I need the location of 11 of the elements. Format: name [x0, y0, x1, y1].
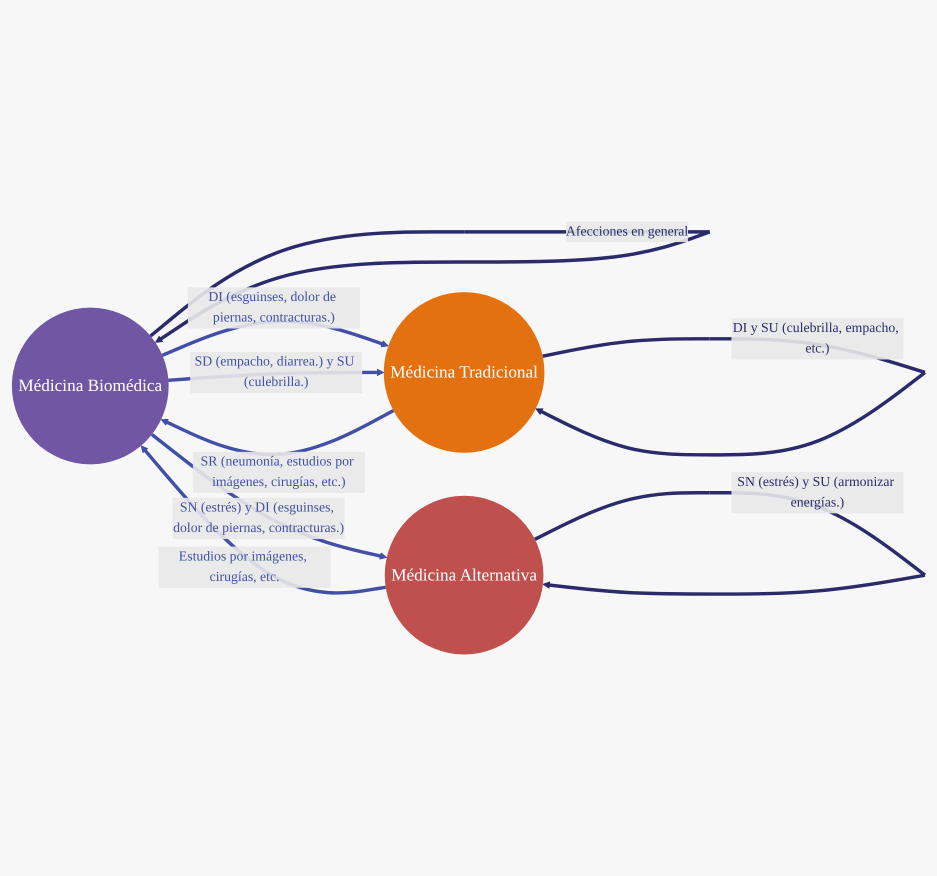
edge-label: DI (esguinses, dolor de piernas, contracturas.)	[208, 290, 336, 326]
edge-label: Afecciones en general	[566, 224, 688, 239]
edge-label: Estudios por imágenes, cirugías, etc.	[178, 549, 307, 584]
edge-label: SR (neumonía, estudios por imágenes, cirugías, etc.)	[200, 454, 354, 490]
edge-label: SD (empacho, diarrea.) y SU (culebrilla.)	[194, 354, 354, 390]
edge-label: DI y SU (culebrilla, empacho, etc.)	[732, 320, 899, 356]
edge-label: SN (estrés) y SU (armonizar energías.)	[737, 474, 894, 510]
node-circle: Médicina Biomédica	[12, 308, 169, 464]
node-circle: Médicina Alternativa	[384, 496, 544, 654]
edge-label: SN (estrés) y DI (esguinses, dolor de piernas, contracturas.)	[173, 500, 344, 536]
node-circle: Médicina Tradicional	[384, 292, 544, 453]
